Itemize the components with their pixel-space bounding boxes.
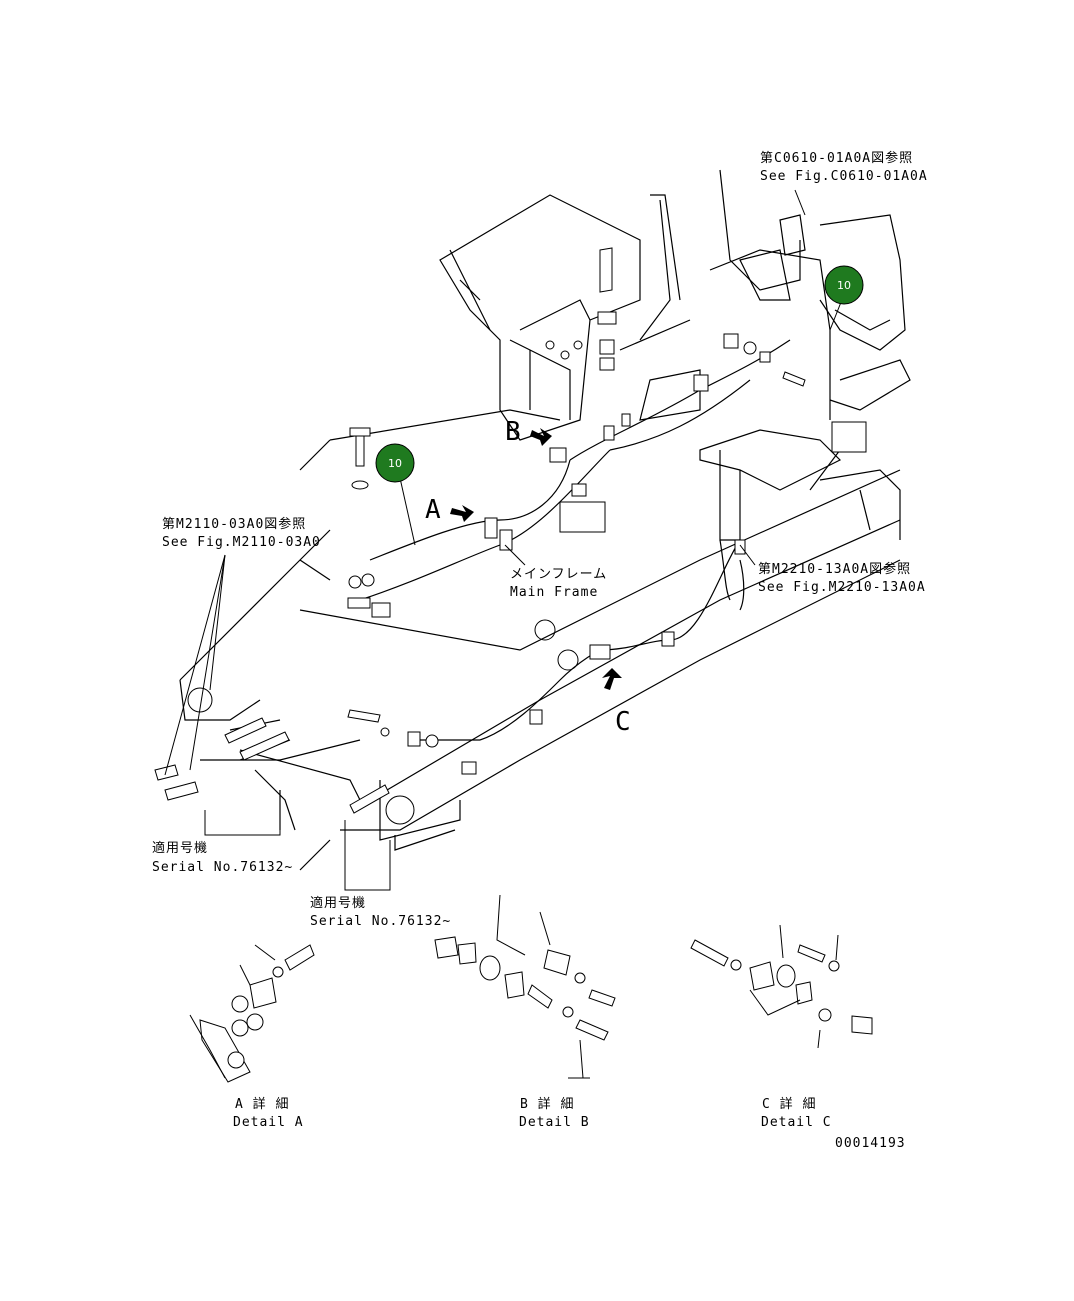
badge-number: 10	[388, 457, 402, 470]
detail-b-label-en: Detail B	[519, 1115, 590, 1130]
main-clamps	[154, 247, 867, 814]
detail-b-label-jp: B 詳 細	[520, 1096, 574, 1112]
detail-a	[189, 944, 315, 1083]
main-frame-label-jp: メインフレーム	[510, 567, 607, 582]
view-arrow-a	[450, 505, 474, 522]
drawing-number: 00014193	[835, 1136, 906, 1151]
serial-label-1-en: Serial No.76132~	[152, 860, 293, 875]
serial-label-2-jp: 適用号機	[310, 895, 366, 911]
detail-c-label-en: Detail C	[761, 1115, 832, 1130]
main-frame-label-en: Main Frame	[510, 585, 598, 600]
ref-c0610-jp: 第C0610-01A0A図参照	[760, 150, 913, 166]
badge-circle[interactable]	[375, 443, 415, 483]
ref-m2110-en: See Fig.M2110-03A0	[162, 535, 321, 550]
ref-c0610-en: See Fig.C0610-01A0A	[760, 169, 928, 184]
serial-label-1-jp: 適用号機	[152, 840, 208, 856]
view-arrow-c	[602, 668, 622, 690]
detail-a-label-en: Detail A	[233, 1115, 304, 1130]
detail-c	[690, 924, 873, 1049]
ref-m2110-jp: 第M2110-03A0図参照	[162, 516, 306, 532]
view-arrow-b	[530, 428, 552, 446]
serial-label-2-en: Serial No.76132~	[310, 914, 451, 929]
view-letter-a: A	[425, 495, 441, 525]
badge-number: 10	[837, 279, 851, 292]
badge-circle[interactable]	[824, 265, 864, 305]
view-letter-c: C	[615, 707, 631, 737]
part-badge-2[interactable]: 10	[824, 265, 864, 305]
ref-m2210-en: See Fig.M2210-13A0A	[758, 580, 926, 595]
upper-assembly	[439, 169, 906, 441]
detail-c-label-jp: C 詳 細	[762, 1096, 816, 1112]
labels: 第C0610-01A0A図参照 See Fig.C0610-01A0A 第M21…	[152, 150, 928, 1151]
ref-m2210-jp: 第M2210-13A0A図参照	[758, 561, 911, 577]
view-letter-b: B	[505, 417, 521, 447]
detail-b	[434, 894, 616, 1079]
leader-lines	[164, 189, 846, 891]
view-arrows	[450, 428, 622, 690]
detail-a-label-jp: A 詳 細	[235, 1096, 289, 1112]
part-badge-1[interactable]: 10	[375, 443, 415, 483]
hose-routing	[229, 194, 841, 871]
